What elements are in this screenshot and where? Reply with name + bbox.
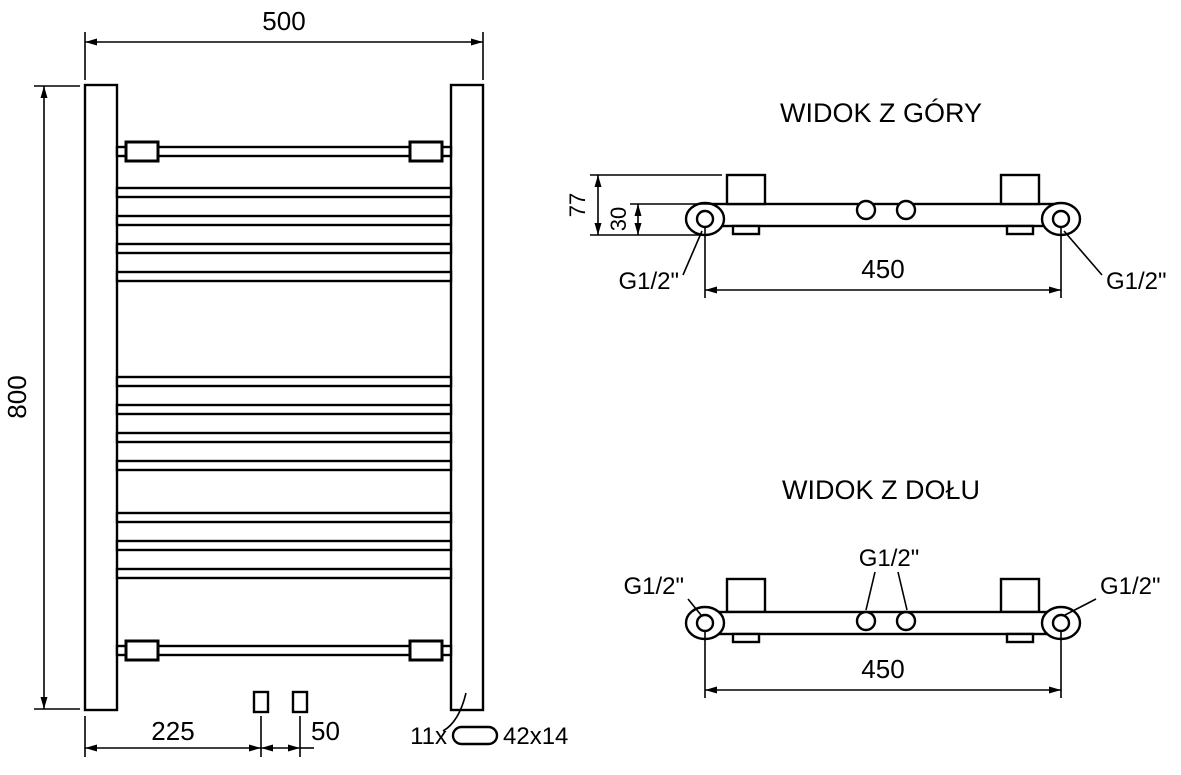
right-collector: [449, 83, 485, 712]
rung: [115, 459, 453, 472]
bottom-view-title: WIDOK Z DOŁU: [782, 475, 980, 505]
top-view-title: WIDOK Z GÓRY: [780, 97, 982, 128]
front-view: 500 800 225 50 11x 42x14: [2, 6, 568, 757]
bottom-connection-stub: [291, 690, 309, 714]
wall-bracket: [999, 577, 1041, 614]
spacing-dimension-label: 50: [311, 716, 340, 746]
tube-count-label: 11x: [410, 723, 447, 750]
rung: [115, 214, 453, 227]
rung: [115, 242, 453, 255]
bottom-view: WIDOK Z DOŁU G1/2" G1/2" G1/2" 450: [623, 475, 1161, 698]
top-right-bracket: [408, 140, 444, 163]
offset-dimension-label: 225: [151, 716, 194, 746]
center-connection-port: [895, 199, 917, 221]
leader-line: [865, 571, 876, 611]
height-dimension-label: 800: [2, 375, 32, 418]
leader-line: [897, 571, 908, 611]
left-connection-label: G1/2": [618, 268, 679, 295]
bracket-foot: [731, 224, 761, 236]
wall-bracket: [999, 173, 1041, 206]
right-connection-label: G1/2": [1100, 573, 1161, 600]
wall-bracket: [725, 173, 767, 206]
top-mounting-rung: [115, 145, 453, 158]
rung: [115, 431, 453, 444]
top-left-bracket: [124, 140, 160, 163]
rung: [115, 539, 453, 552]
right-connection-port: [1051, 209, 1071, 229]
offset-dimension-label: 30: [606, 207, 631, 231]
left-connection-label: G1/2": [623, 573, 684, 600]
width-dimension-label: 500: [262, 6, 305, 36]
right-connection-port: [1051, 613, 1071, 633]
rung: [115, 511, 453, 524]
leader-line: [1064, 598, 1097, 616]
bottom-right-bracket: [408, 639, 444, 662]
rung: [115, 567, 453, 580]
rung: [115, 270, 453, 283]
bottom-view-body: [703, 610, 1064, 636]
top-view-body: [703, 202, 1064, 228]
bottom-left-bracket: [124, 639, 160, 662]
center-connection-port: [855, 610, 877, 632]
center-connection-port: [895, 610, 917, 632]
bracket-foot: [1005, 632, 1035, 644]
center-connection-label: G1/2": [859, 545, 920, 572]
rung: [115, 186, 453, 199]
span-dimension-label: 450: [861, 254, 904, 284]
left-connection-port: [695, 613, 715, 633]
tube-profile-icon: [451, 725, 499, 746]
depth-dimension-label: 77: [565, 193, 590, 217]
leader-line: [682, 230, 703, 276]
bracket-foot: [1005, 224, 1035, 236]
bottom-mounting-rung: [115, 644, 453, 657]
span-dimension-label: 450: [861, 654, 904, 684]
tube-profile-label: 42x14: [503, 723, 568, 750]
bracket-foot: [731, 632, 761, 644]
rung: [115, 403, 453, 416]
left-collector: [83, 83, 119, 712]
leader-line: [687, 598, 702, 616]
bottom-connection-stub: [252, 690, 270, 714]
leader-line: [1063, 230, 1103, 276]
top-view: WIDOK Z GÓRY 77 30 450 G1/2" G1/2": [565, 97, 1167, 298]
leader-line: [442, 692, 467, 732]
wall-bracket: [725, 577, 767, 614]
right-connection-label: G1/2": [1106, 268, 1167, 295]
left-connection-port: [695, 209, 715, 229]
center-connection-port: [855, 199, 877, 221]
rung: [115, 375, 453, 388]
